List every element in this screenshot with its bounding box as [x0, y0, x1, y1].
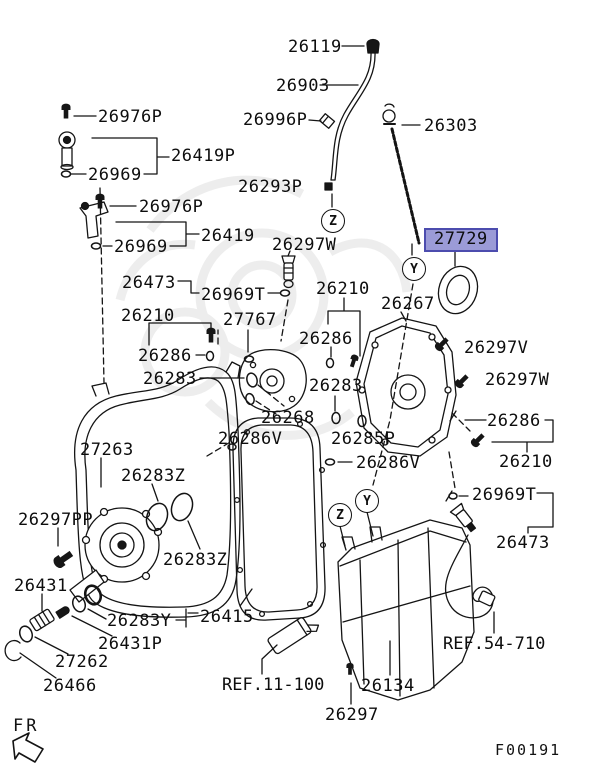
tube-cap — [366, 38, 380, 54]
oring-icon — [227, 443, 237, 451]
part-label-26473[interactable]: 26473 — [496, 533, 550, 553]
part-label-26297[interactable]: 26297 — [325, 705, 379, 725]
part-label-26268[interactable]: 26268 — [261, 408, 315, 428]
part-label-26431[interactable]: 26431 — [14, 576, 68, 596]
oring-icon — [18, 625, 34, 643]
part-label-26297PP[interactable]: 26297PP — [18, 510, 94, 530]
oil-pump — [69, 507, 163, 603]
part-label-26286V[interactable]: 26286V — [356, 453, 421, 473]
dipstick — [382, 103, 421, 245]
bearing-ring-icon — [83, 584, 103, 606]
callout-circle-Z: Z — [328, 503, 352, 527]
part-label-26210[interactable]: 26210 — [121, 306, 175, 326]
callout-circle-Y: Y — [355, 489, 379, 513]
fr-label: FR — [13, 716, 40, 736]
tube-grommet — [324, 182, 333, 191]
oil-temp-sensor — [281, 255, 296, 289]
part-label-26283Y[interactable]: 26283Y — [107, 611, 172, 631]
part-label-26210[interactable]: 26210 — [499, 452, 553, 472]
rear-cover — [355, 317, 457, 457]
part-label-26283Z[interactable]: 26283Z — [121, 466, 186, 486]
oring-icon — [71, 595, 87, 613]
part-label-26303[interactable]: 26303 — [424, 116, 478, 136]
part-label-26286[interactable]: 26286 — [299, 329, 353, 349]
part-label-26969T[interactable]: 26969T — [472, 485, 537, 505]
tube-clip — [318, 113, 336, 129]
part-label-26419P[interactable]: 26419P — [171, 146, 236, 166]
part-label-26119[interactable]: 26119 — [288, 37, 342, 57]
snap-ring — [4, 639, 22, 662]
speed-sensor — [444, 502, 496, 619]
part-label-26903[interactable]: 26903 — [276, 76, 330, 96]
oring-icon — [331, 411, 341, 425]
part-label-26283[interactable]: 26283 — [309, 376, 363, 396]
part-label-26210[interactable]: 26210 — [316, 279, 370, 299]
part-label-26969T[interactable]: 26969T — [201, 285, 266, 305]
part-label-27262[interactable]: 27262 — [55, 652, 109, 672]
part-label-26976P[interactable]: 26976P — [139, 197, 204, 217]
oil-seal — [437, 265, 479, 315]
small-cover — [238, 349, 307, 413]
part-label-26267[interactable]: 26267 — [381, 294, 435, 314]
figure-code: F00191 — [495, 741, 562, 759]
accumulator-piston — [29, 608, 55, 632]
oring-icon — [325, 357, 335, 369]
sealant-tube — [267, 617, 320, 655]
oring-icon — [245, 392, 255, 406]
dashed-lines — [99, 187, 471, 489]
part-label-26976P[interactable]: 26976P — [98, 107, 163, 127]
oring-icon — [246, 372, 258, 388]
oring-icon — [324, 458, 336, 466]
part-label-26431P[interactable]: 26431P — [98, 634, 163, 654]
part-label-26473[interactable]: 26473 — [122, 273, 176, 293]
ref-label-REF.54-710: REF.54-710 — [443, 634, 546, 654]
part-label-26285P[interactable]: 26285P — [331, 429, 396, 449]
callout-circle-Y: Y — [402, 257, 426, 281]
part-label-26297W[interactable]: 26297W — [272, 235, 337, 255]
oil-pan — [337, 519, 475, 701]
part-label-26134[interactable]: 26134 — [361, 676, 415, 696]
part-label-27767[interactable]: 27767 — [223, 310, 277, 330]
part-label-26283Z[interactable]: 26283Z — [163, 550, 228, 570]
fr-direction-arrow — [12, 732, 44, 763]
transmission-case-outline — [74, 361, 241, 618]
part-label-27729[interactable]: 27729 — [424, 228, 498, 252]
ref-label-REF.11-100: REF.11-100 — [222, 675, 325, 695]
oring-icon — [357, 414, 367, 428]
part-label-26286[interactable]: 26286 — [138, 346, 192, 366]
oring-icon — [145, 502, 169, 532]
part-label-26283[interactable]: 26283 — [143, 369, 197, 389]
part-label-26419[interactable]: 26419 — [201, 226, 255, 246]
part-label-26466[interactable]: 26466 — [43, 676, 97, 696]
oring-icon — [170, 492, 194, 522]
oring-icon — [205, 350, 215, 362]
part-label-26293P[interactable]: 26293P — [238, 177, 303, 197]
callout-circle-Z: Z — [321, 209, 345, 233]
oring-icon — [243, 355, 255, 363]
plug-pin — [55, 606, 70, 619]
oring-icon — [90, 242, 102, 250]
part-label-26286[interactable]: 26286 — [487, 411, 541, 431]
part-label-26969[interactable]: 26969 — [114, 237, 168, 257]
part-label-26297W[interactable]: 26297W — [485, 370, 550, 390]
part-label-26415[interactable]: 26415 — [200, 607, 254, 627]
part-label-26286V[interactable]: 26286V — [218, 429, 283, 449]
dipstick-tube — [330, 51, 376, 181]
part-label-26969[interactable]: 26969 — [88, 165, 142, 185]
part-label-26297V[interactable]: 26297V — [464, 338, 529, 358]
detent-assembly — [58, 131, 76, 171]
leader-lines — [19, 45, 554, 705]
part-label-26996P[interactable]: 26996P — [243, 110, 308, 130]
part-label-27263[interactable]: 27263 — [80, 440, 134, 460]
